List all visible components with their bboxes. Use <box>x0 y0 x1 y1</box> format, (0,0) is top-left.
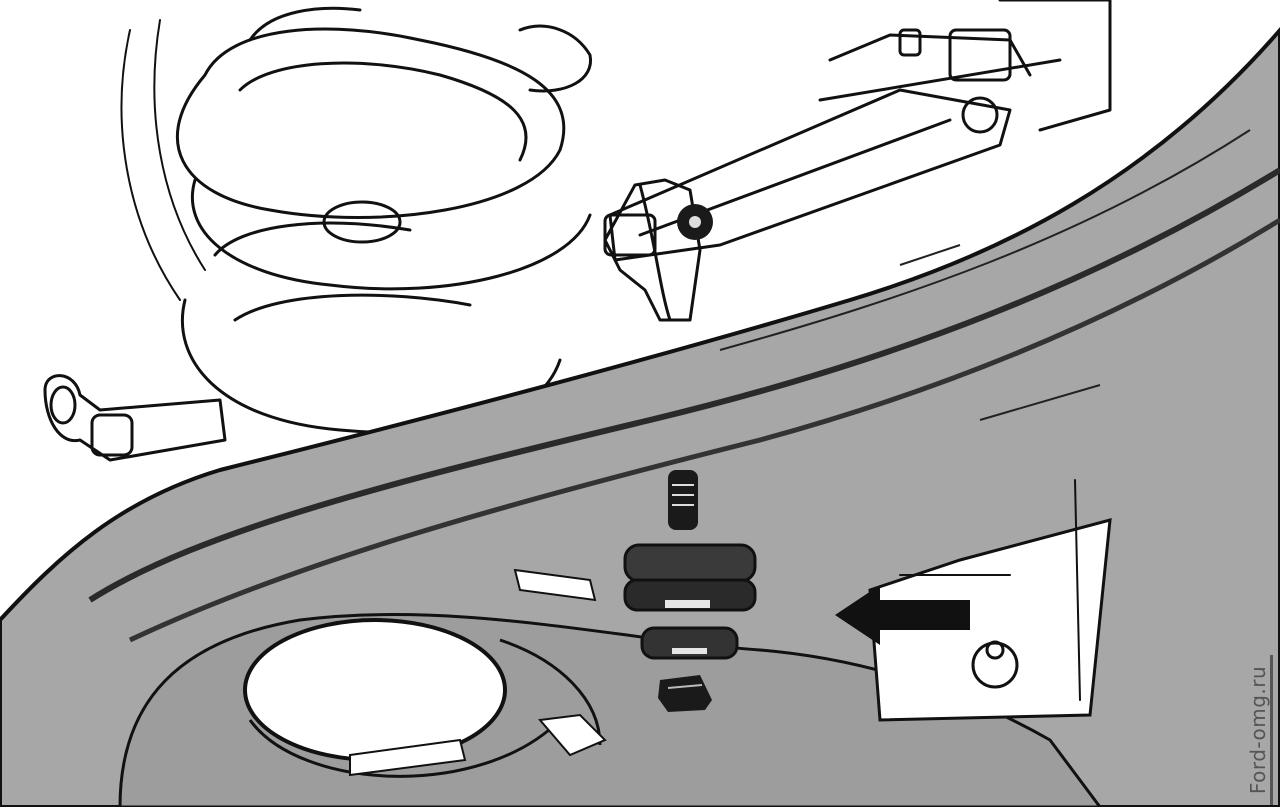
watermark-bar <box>1270 655 1273 805</box>
lower-bushing <box>640 626 739 660</box>
left-pointing-arrow-icon <box>835 585 970 645</box>
upper-bushing <box>623 543 757 583</box>
spring-seat-opening <box>243 618 507 762</box>
watermark-text: Ford-omg.ru <box>1246 665 1271 795</box>
trailing-link <box>43 374 227 462</box>
body-panel <box>868 479 1112 722</box>
shock-stud <box>668 470 698 530</box>
coil-spring <box>120 6 592 434</box>
lower-mount-stack <box>623 470 757 712</box>
shock-mount-bracket <box>603 178 713 322</box>
lock-nut <box>658 675 712 712</box>
